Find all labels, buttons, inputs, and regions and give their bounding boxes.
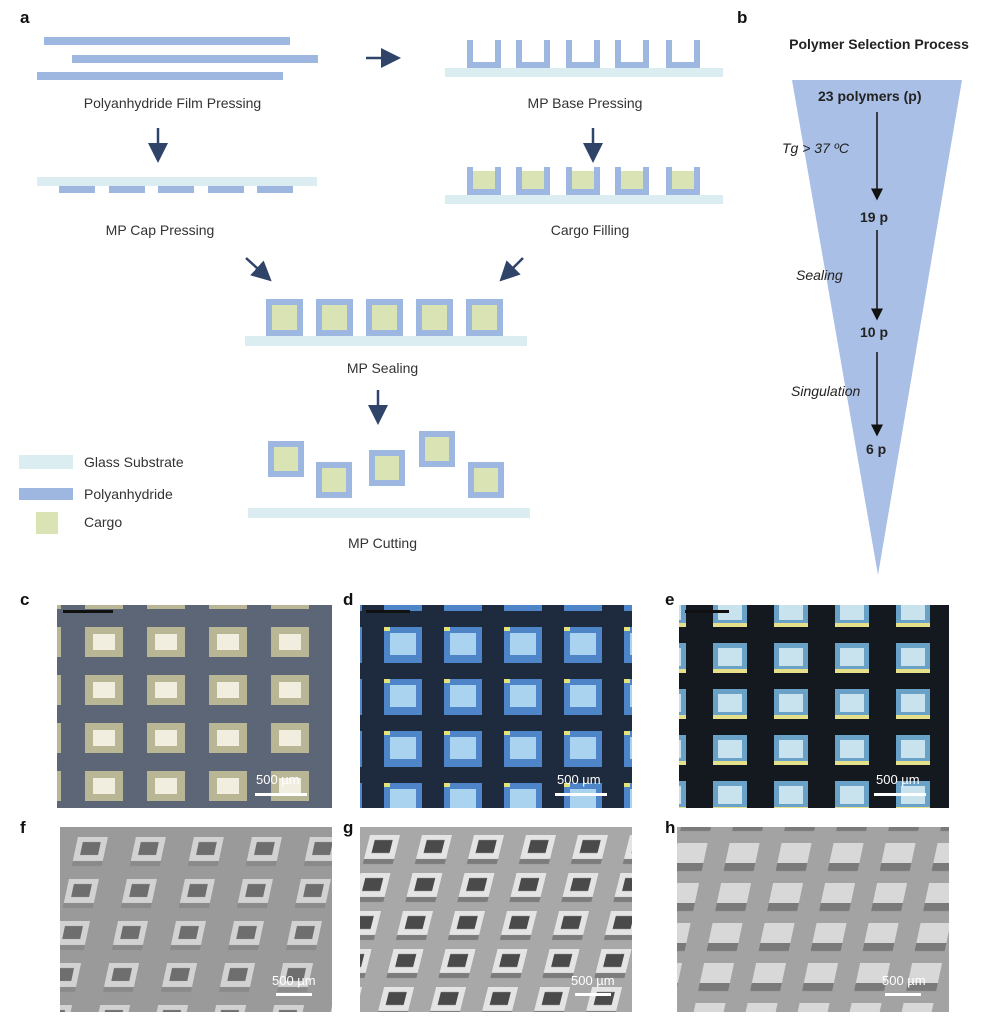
mp-cap	[257, 186, 293, 193]
mp-base-filled	[566, 167, 600, 195]
step-singulation: Singulation	[791, 383, 861, 399]
glass-substrate	[445, 68, 723, 77]
mp-cap	[208, 186, 244, 193]
arrow-diagonal	[499, 257, 524, 282]
funnel-shape	[792, 80, 962, 575]
glass-substrate	[37, 177, 317, 186]
stage-10: 10 p	[860, 324, 889, 340]
sem-image-g: 500 µm	[360, 827, 632, 1012]
cut-mp	[268, 441, 304, 477]
arrow-diagonal	[245, 257, 272, 282]
legend-glass-swatch	[19, 455, 73, 469]
polyanhydride-film	[72, 55, 318, 63]
mp-cap	[109, 186, 145, 193]
process-arrows	[148, 48, 603, 425]
panel-b-letter: b	[737, 8, 748, 27]
panel-d-letter: d	[343, 590, 354, 609]
selection-title: Polymer Selection Process	[789, 36, 969, 52]
panel-f-letter: f	[20, 818, 26, 837]
glass-substrate	[248, 508, 530, 518]
mp-base	[467, 40, 501, 68]
stage-19: 19 p	[860, 209, 889, 225]
panel-g-letter: g	[343, 818, 354, 837]
mp-base	[666, 40, 700, 68]
scale-label: 500 µm	[557, 772, 601, 787]
mp-base-filled	[516, 167, 550, 195]
glass-substrate	[245, 336, 527, 346]
scale-bar	[555, 793, 607, 796]
micrograph-c: 500 µm	[57, 605, 332, 808]
legend-polyanhydride-label: Polyanhydride	[84, 486, 173, 502]
mp-cap	[158, 186, 194, 193]
legend-cargo-swatch	[36, 512, 58, 534]
step-sealing: Sealing	[796, 267, 843, 283]
step-tg: Tg > 37 ºC	[782, 140, 849, 156]
scale-bar	[874, 793, 926, 796]
cargo-filling-label: Cargo Filling	[550, 222, 630, 238]
polyanhydride-film	[37, 72, 283, 80]
scale-label: 500 µm	[272, 973, 316, 988]
polyanhydride-film	[44, 37, 290, 45]
sem-image-h: 500 µm	[677, 827, 949, 1012]
scale-bar	[276, 993, 312, 996]
sealing-label: MP Sealing	[346, 360, 419, 376]
micrograph-d: 500 µm	[360, 605, 632, 808]
cutting-label: MP Cutting	[348, 535, 417, 551]
micrograph-e: 500 µm	[679, 605, 949, 808]
sealed-mp	[366, 299, 403, 336]
scale-bar	[575, 993, 611, 996]
scale-bar	[885, 993, 921, 996]
sealed-mp	[266, 299, 303, 336]
selection-funnel	[792, 80, 962, 575]
legend-polyanhydride-swatch	[19, 488, 73, 500]
sealed-mp	[466, 299, 503, 336]
scale-label: 500 µm	[256, 772, 300, 787]
cut-mp	[419, 431, 455, 467]
mp-base	[615, 40, 649, 68]
scale-bar	[255, 793, 307, 796]
panel-e-letter: e	[665, 590, 675, 609]
panel-a-letter: a	[20, 8, 30, 27]
cut-mp	[468, 462, 504, 498]
panel-h-letter: h	[665, 818, 676, 837]
sealed-mp	[416, 299, 453, 336]
sem-image-f: 500 µm	[60, 827, 332, 1012]
glass-substrate	[445, 195, 723, 204]
scale-label: 500 µm	[882, 973, 926, 988]
stage-6: 6 p	[866, 441, 887, 457]
mp-base-filled	[615, 167, 649, 195]
stage-23-polymers: 23 polymers (p)	[818, 88, 922, 104]
film-pressing-label: Polyanhydride Film Pressing	[83, 95, 262, 111]
sealed-mp	[316, 299, 353, 336]
mp-base	[566, 40, 600, 68]
legend-cargo-label: Cargo	[84, 514, 123, 530]
cap-pressing-label: MP Cap Pressing	[105, 222, 215, 238]
mp-base-filled	[467, 167, 501, 195]
scale-label: 500 µm	[571, 973, 615, 988]
panel-c-letter: c	[20, 590, 30, 609]
cut-mp	[316, 462, 352, 498]
base-pressing-label: MP Base Pressing	[527, 95, 643, 111]
mp-base-filled	[666, 167, 700, 195]
mp-cap	[59, 186, 95, 193]
cut-mp	[369, 450, 405, 486]
mp-base	[516, 40, 550, 68]
scale-label: 500 µm	[876, 772, 920, 787]
legend-glass-label: Glass Substrate	[84, 454, 184, 470]
